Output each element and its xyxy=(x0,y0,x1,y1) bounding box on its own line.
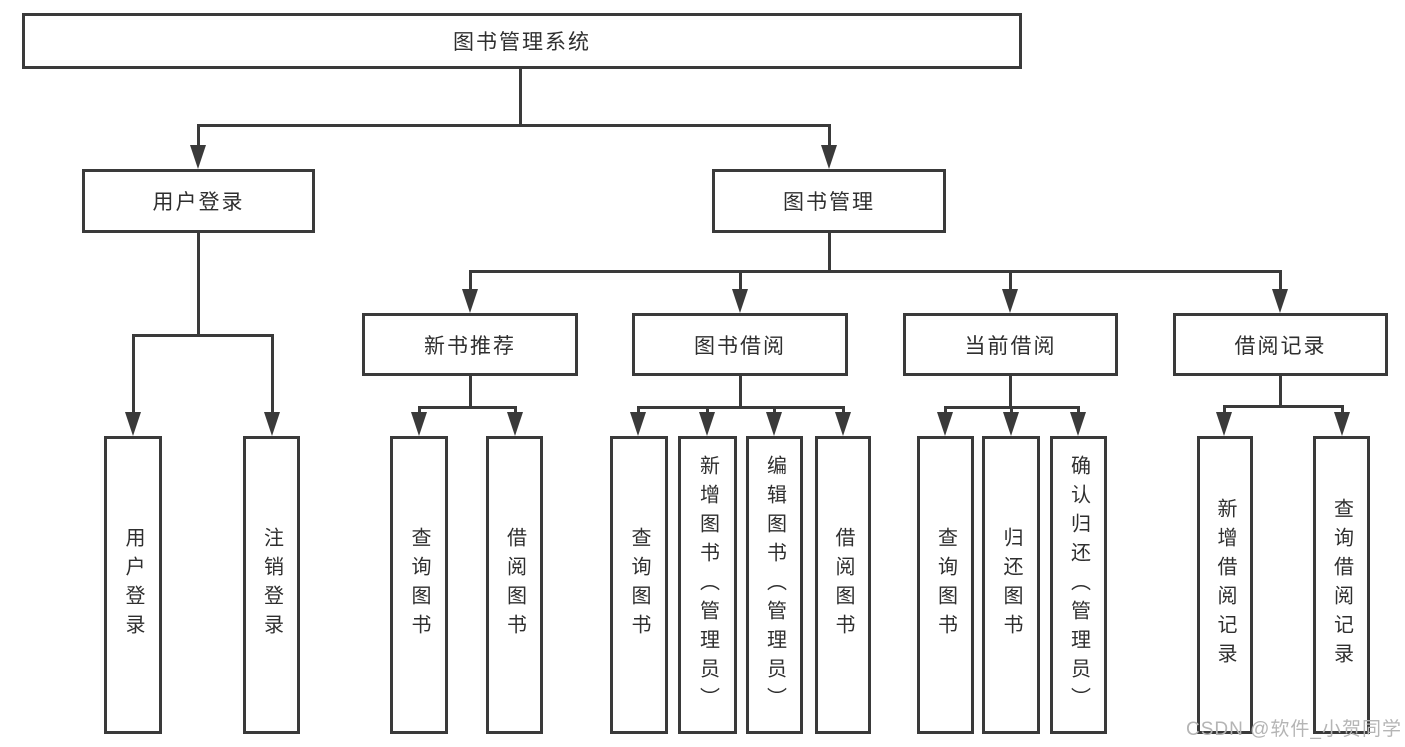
connector-vline-new-book-recommend xyxy=(469,376,472,406)
arrow-down-icon-current-borrow xyxy=(1002,289,1018,313)
leaf-query-books-borrow: 查询图书 xyxy=(610,436,668,734)
node-borrow-records: 借阅记录 xyxy=(1173,313,1388,376)
node-user-login-label: 用户登录 xyxy=(152,191,245,214)
leaf-borrow-books-recommend-label: 借阅图书 xyxy=(503,527,526,643)
arrow-down-icon xyxy=(1216,412,1232,436)
connector-vline-root xyxy=(519,69,522,124)
connector-stub-book-borrow xyxy=(739,270,742,290)
node-root: 图书管理系统 xyxy=(22,13,1022,69)
connector-vline-book-borrow xyxy=(739,376,742,406)
leaf-add-borrow-record-label: 新增借阅记录 xyxy=(1214,498,1236,672)
arrow-down-icon xyxy=(1334,412,1350,436)
connector-hline-user-login xyxy=(132,334,274,337)
leaf-query-books-recommend-label: 查询图书 xyxy=(408,527,430,643)
arrow-down-icon xyxy=(937,412,953,436)
arrow-down-icon xyxy=(507,412,523,436)
arrow-down-icon xyxy=(1070,412,1086,436)
connector-stub xyxy=(1010,406,1013,414)
arrow-down-icon xyxy=(411,412,427,436)
connector-stub-leaf-user-login xyxy=(132,334,135,412)
arrow-down-icon xyxy=(766,412,782,436)
leaf-return-books-label: 归还图书 xyxy=(1000,527,1022,643)
leaf-edit-books-admin-label: 编辑图书（管理员） xyxy=(763,454,786,716)
connector-vline-borrow-records xyxy=(1279,376,1282,405)
node-new-book-recommend-label: 新书推荐 xyxy=(424,334,516,358)
connector-stub xyxy=(1077,406,1080,414)
node-book-management: 图书管理 xyxy=(712,169,946,233)
connector-stub xyxy=(514,406,517,414)
leaf-user-login: 用户登录 xyxy=(104,436,162,734)
arrow-down-icon-book-management xyxy=(821,145,837,169)
connector-stub-book-management xyxy=(828,124,831,148)
connector-stub xyxy=(944,406,947,414)
connector-hline-book-management xyxy=(469,270,1282,273)
node-root-label: 图书管理系统 xyxy=(453,31,591,54)
leaf-confirm-return-admin-label: 确认归还（管理员） xyxy=(1067,454,1090,716)
leaf-add-borrow-record: 新增借阅记录 xyxy=(1197,436,1253,734)
leaf-query-books-recommend: 查询图书 xyxy=(390,436,448,734)
leaf-query-books-current: 查询图书 xyxy=(917,436,974,734)
leaf-borrow-books: 借阅图书 xyxy=(815,436,871,734)
connector-vline-user-login xyxy=(197,233,200,334)
leaf-add-books-admin-label: 新增图书（管理员） xyxy=(696,454,719,716)
node-book-management-label: 图书管理 xyxy=(783,191,875,214)
node-user-login: 用户登录 xyxy=(82,169,315,233)
leaf-query-borrow-record: 查询借阅记录 xyxy=(1313,436,1370,734)
node-new-book-recommend: 新书推荐 xyxy=(362,313,578,376)
leaf-query-borrow-record-label: 查询借阅记录 xyxy=(1330,498,1353,672)
node-current-borrow-label: 当前借阅 xyxy=(964,334,1057,358)
leaf-confirm-return-admin: 确认归还（管理员） xyxy=(1050,436,1107,734)
node-book-borrow-label: 图书借阅 xyxy=(694,334,786,358)
connector-hline-book-borrow xyxy=(637,406,845,409)
node-borrow-records-label: 借阅记录 xyxy=(1234,334,1327,358)
connector-stub-user-login xyxy=(197,124,200,148)
arrow-down-icon-borrow-records xyxy=(1272,289,1288,313)
arrow-down-icon-new-book-recommend xyxy=(462,289,478,313)
connector-hline-borrow-records xyxy=(1223,405,1344,408)
connector-hline-new-book-recommend xyxy=(418,406,517,409)
connector-stub xyxy=(706,406,709,414)
connector-hline-root xyxy=(197,124,831,127)
arrow-down-icon xyxy=(1003,412,1019,436)
arrow-down-icon-leaf-user-login xyxy=(125,412,141,436)
connector-stub-borrow-records xyxy=(1279,270,1282,290)
arrow-down-icon-leaf-logout xyxy=(264,412,280,436)
connector-stub xyxy=(1341,405,1344,414)
connector-stub-current-borrow xyxy=(1009,270,1012,290)
leaf-logout-label: 注销登录 xyxy=(260,527,283,643)
node-current-borrow: 当前借阅 xyxy=(903,313,1118,376)
connector-vline-book-management xyxy=(828,233,831,270)
arrow-down-icon xyxy=(630,412,646,436)
leaf-user-login-label: 用户登录 xyxy=(122,527,144,643)
csdn-watermark: CSDN @软件_小贺同学 xyxy=(1186,719,1402,740)
arrow-down-icon xyxy=(699,412,715,436)
leaf-add-books-admin: 新增图书（管理员） xyxy=(678,436,737,734)
connector-stub-leaf-logout xyxy=(271,334,274,412)
arrow-down-icon xyxy=(835,412,851,436)
leaf-query-books-current-label: 查询图书 xyxy=(934,527,957,643)
leaf-borrow-books-label: 借阅图书 xyxy=(832,527,854,643)
connector-stub xyxy=(1223,405,1226,414)
leaf-borrow-books-recommend: 借阅图书 xyxy=(486,436,543,734)
node-book-borrow: 图书借阅 xyxy=(632,313,848,376)
connector-stub xyxy=(842,406,845,414)
leaf-return-books: 归还图书 xyxy=(982,436,1040,734)
leaf-query-books-borrow-label: 查询图书 xyxy=(628,527,650,643)
arrow-down-icon-user-login xyxy=(190,145,206,169)
leaf-edit-books-admin: 编辑图书（管理员） xyxy=(746,436,803,734)
connector-stub-new-book-recommend xyxy=(469,270,472,290)
arrow-down-icon-book-borrow xyxy=(732,289,748,313)
connector-vline-current-borrow xyxy=(1009,376,1012,406)
connector-stub xyxy=(418,406,421,414)
connector-stub xyxy=(773,406,776,414)
connector-stub xyxy=(637,406,640,414)
leaf-logout: 注销登录 xyxy=(243,436,300,734)
